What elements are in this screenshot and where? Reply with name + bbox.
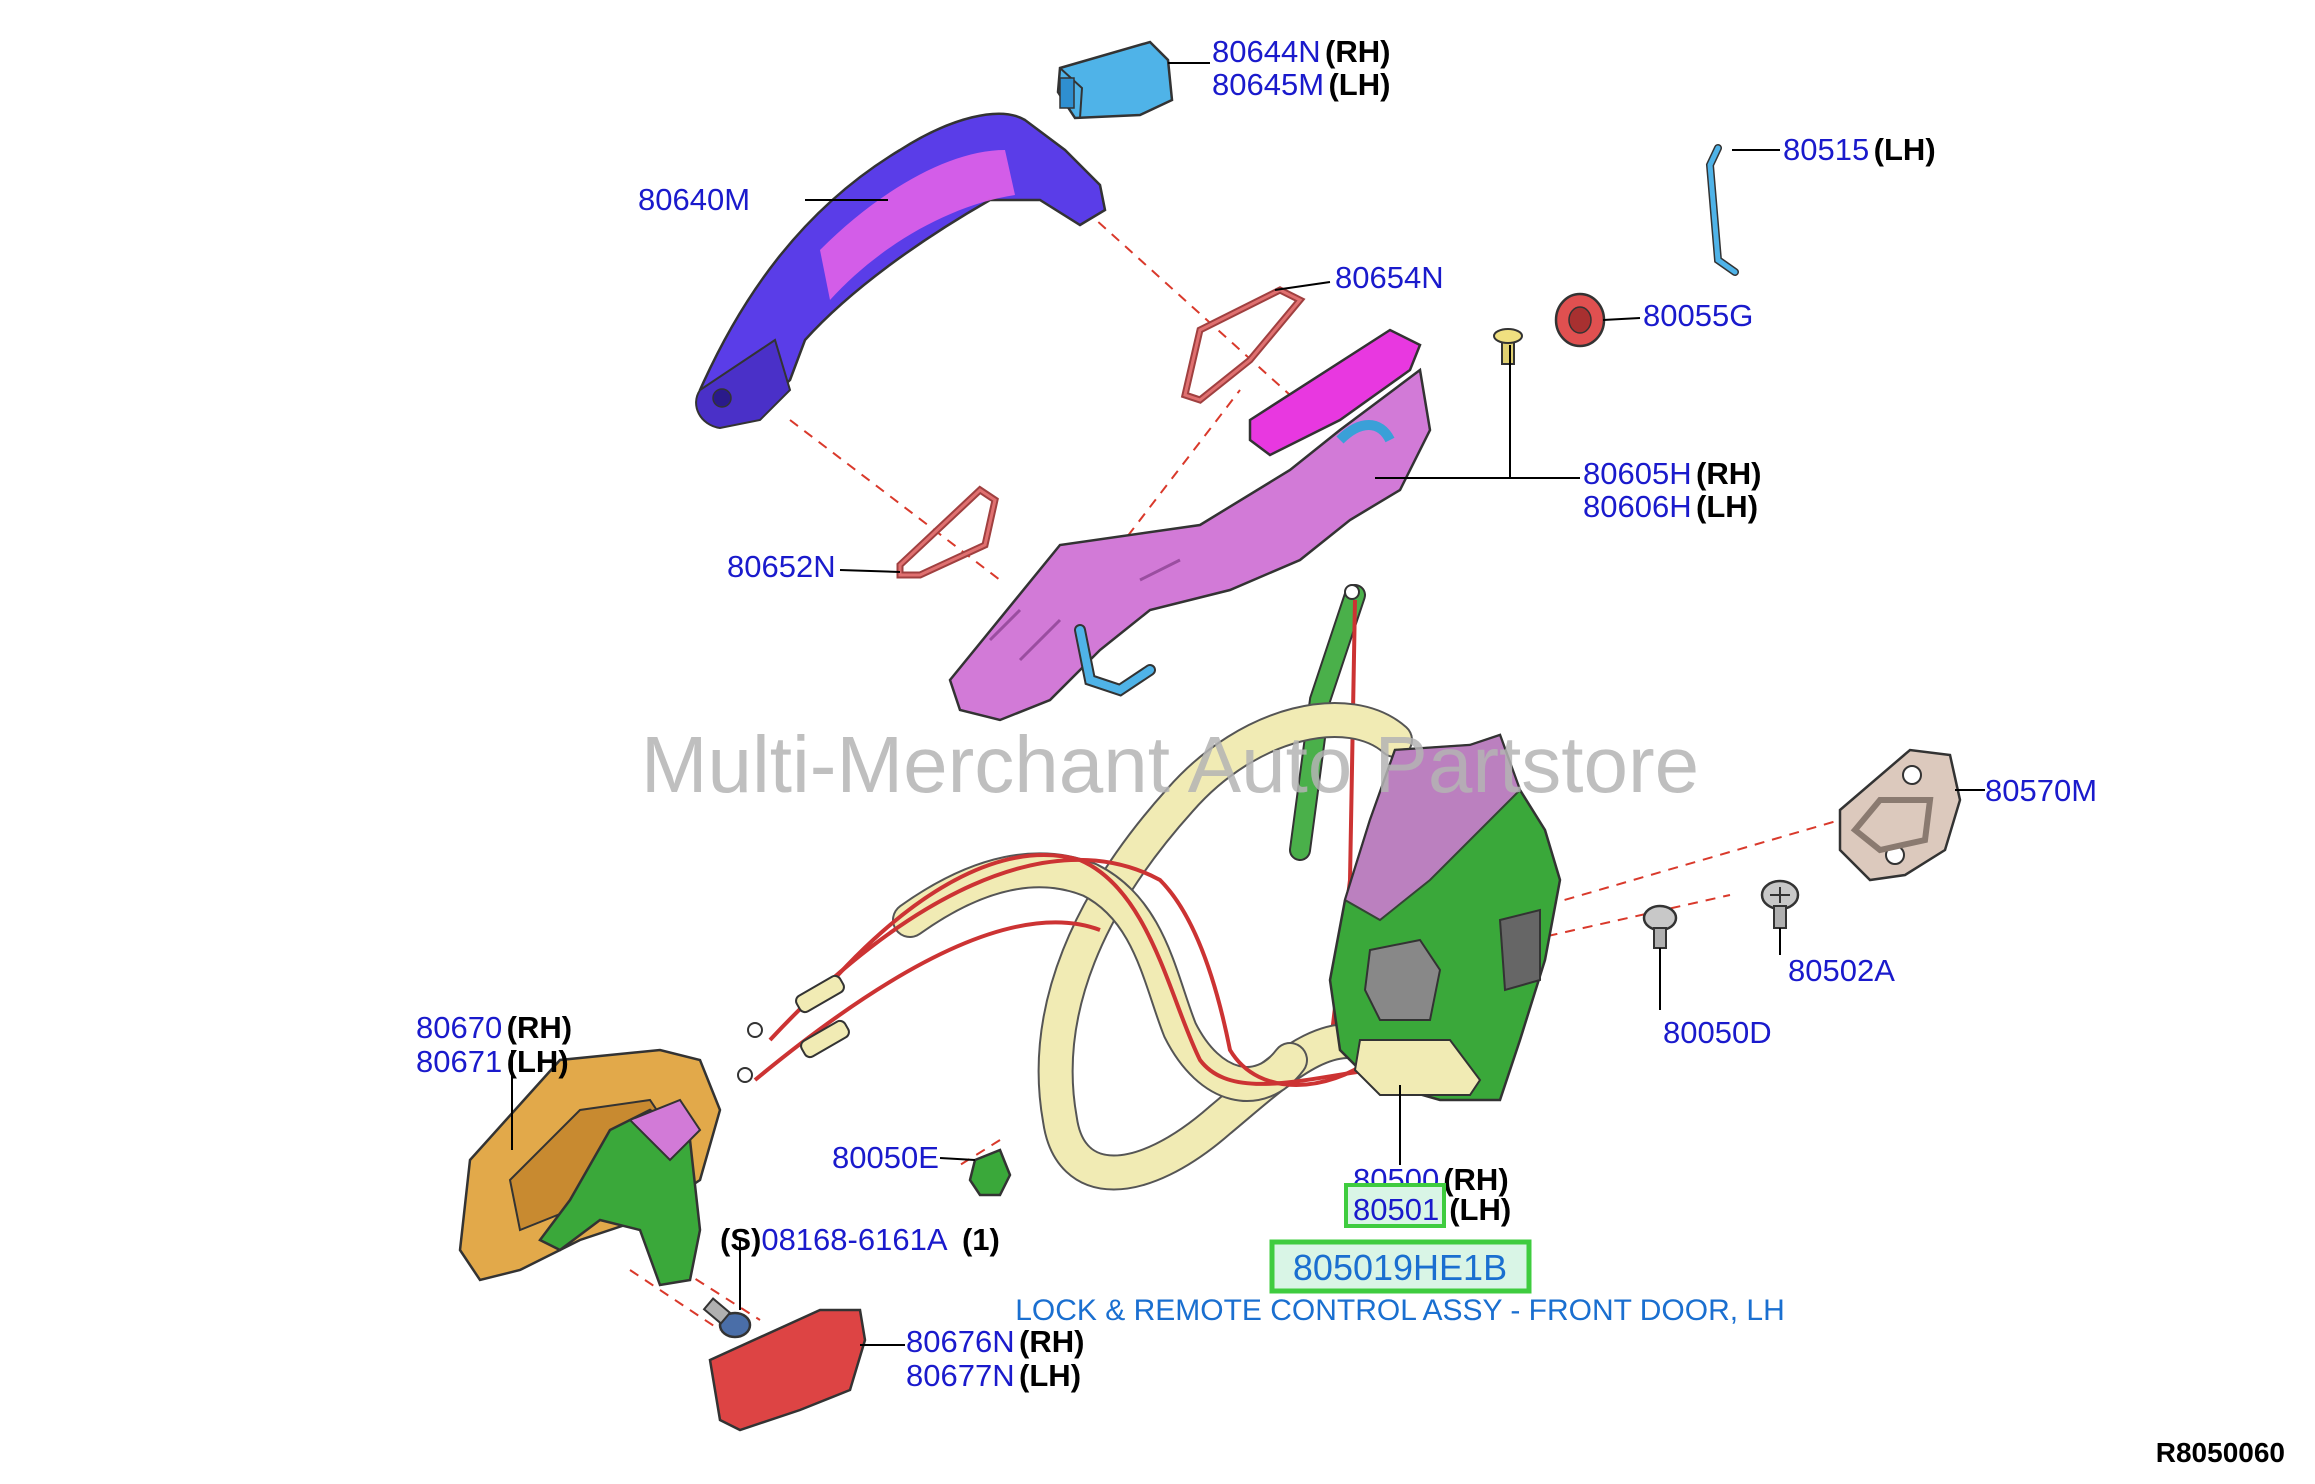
callout-80677N[interactable]: 80677N (LH) xyxy=(906,1358,1081,1393)
svg-text:80055G: 80055G xyxy=(1643,298,1753,333)
callout-80654N[interactable]: 80654N xyxy=(1335,260,1444,295)
rod-part xyxy=(1705,144,1739,276)
escutcheon-cap-part xyxy=(1056,40,1174,120)
svg-text:80670 (RH): 80670 (RH) xyxy=(416,1010,572,1045)
diagram-code: R8050060 xyxy=(2156,1437,2285,1468)
callout-80644N[interactable]: 80644N (RH) xyxy=(1212,34,1390,69)
callout-80671[interactable]: 80671 (LH) xyxy=(416,1044,569,1079)
callout-80501[interactable]: 80501(LH) xyxy=(1344,1183,1511,1228)
cable-assembly-part xyxy=(737,584,1413,1191)
callout-80050E[interactable]: 80050E xyxy=(832,1140,939,1175)
watermark: Multi-Merchant Auto Partstore xyxy=(641,720,1699,809)
svg-text:80605H (RH): 80605H (RH) xyxy=(1583,456,1761,491)
svg-text:80050D: 80050D xyxy=(1663,1015,1772,1050)
svg-text:80652N: 80652N xyxy=(727,549,836,584)
highlighted-part-number[interactable]: 805019HE1B xyxy=(1269,1239,1532,1294)
bolt-part xyxy=(1493,328,1523,365)
svg-text:80644N (RH): 80644N (RH) xyxy=(1212,34,1390,69)
handle-base-part xyxy=(948,328,1432,722)
screw-80502A-part xyxy=(1760,879,1800,929)
callout-80605H[interactable]: 80605H (RH) xyxy=(1583,456,1761,491)
svg-text:80671 (LH): 80671 (LH) xyxy=(416,1044,569,1079)
svg-text:80645M (LH): 80645M (LH) xyxy=(1212,67,1390,102)
callout-08168-6161A[interactable]: (S)08168-6161A (1) xyxy=(720,1222,1000,1257)
callout-80050D[interactable]: 80050D xyxy=(1663,1015,1772,1050)
striker-part xyxy=(1838,748,1962,882)
callout-80570M[interactable]: 80570M xyxy=(1985,773,2097,808)
bolt-08168-part xyxy=(702,1297,752,1339)
clip-80050E-part xyxy=(968,1148,1012,1197)
svg-text:80677N (LH): 80677N (LH) xyxy=(906,1358,1081,1393)
inside-handle-part xyxy=(458,1048,722,1287)
outside-handle-part xyxy=(695,112,1107,430)
gasket-rear-part xyxy=(1180,286,1306,404)
svg-text:80501(LH): 80501(LH) xyxy=(1353,1192,1511,1227)
part-description: LOCK & REMOTE CONTROL ASSY - FRONT DOOR,… xyxy=(1015,1294,1785,1327)
svg-text:80515 (LH): 80515 (LH) xyxy=(1783,132,1936,167)
svg-text:(S)08168-6161A (1): (S)08168-6161A (1) xyxy=(720,1222,1000,1257)
callout-80055G[interactable]: 80055G xyxy=(1643,298,1753,333)
svg-text:80606H (LH): 80606H (LH) xyxy=(1583,489,1758,524)
callout-80645M[interactable]: 80645M (LH) xyxy=(1212,67,1390,102)
cover-part xyxy=(708,1308,867,1432)
leader-lines xyxy=(511,62,1985,1346)
callout-80652N[interactable]: 80652N xyxy=(727,549,836,584)
svg-text:80050E: 80050E xyxy=(832,1140,939,1175)
svg-text:80570M: 80570M xyxy=(1985,773,2097,808)
svg-text:80640M: 80640M xyxy=(638,182,750,217)
door-lock-actuator-part xyxy=(1328,733,1562,1102)
svg-text:80676N (RH): 80676N (RH) xyxy=(906,1324,1084,1359)
callout-80670[interactable]: 80670 (RH) xyxy=(416,1010,572,1045)
svg-text:80654N: 80654N xyxy=(1335,260,1444,295)
callout-80676N[interactable]: 80676N (RH) xyxy=(906,1324,1084,1359)
svg-text:80502A: 80502A xyxy=(1788,953,1895,988)
callout-80515[interactable]: 80515 (LH) xyxy=(1783,132,1936,167)
svg-text:805019HE1B: 805019HE1B xyxy=(1293,1247,1507,1288)
callout-80502A[interactable]: 80502A xyxy=(1788,953,1895,988)
screw-80050D-part xyxy=(1642,904,1678,949)
grommet-part xyxy=(1554,292,1606,348)
callout-80606H[interactable]: 80606H (LH) xyxy=(1583,489,1758,524)
callout-80640M[interactable]: 80640M xyxy=(638,182,750,217)
gasket-front-part xyxy=(896,485,999,579)
